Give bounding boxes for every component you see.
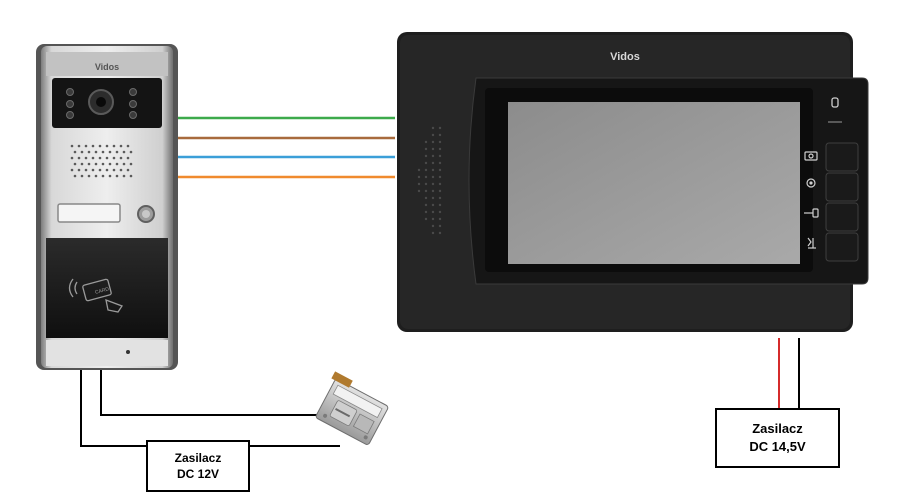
name-plate xyxy=(57,203,121,223)
microphone-icon xyxy=(126,350,130,354)
electric-strike-lock xyxy=(315,371,389,445)
power-supply-monitor: Zasilacz DC 14,5V xyxy=(715,408,840,468)
monitor-speaker-icon xyxy=(417,126,442,235)
monitor-power-wires xyxy=(778,338,800,408)
lock-wires xyxy=(80,365,340,447)
monitor-brand: Vidos xyxy=(610,51,640,63)
camera-icon xyxy=(804,151,818,161)
lock-icon xyxy=(831,97,839,108)
button-4[interactable] xyxy=(825,232,859,262)
psu-panel-line1: Zasilacz xyxy=(174,451,222,465)
card-reader-icon xyxy=(68,278,123,313)
monitor-top-icon xyxy=(828,97,842,123)
card-label: CARD xyxy=(94,286,110,296)
wire-panel-to-psu xyxy=(80,365,146,447)
button-3[interactable] xyxy=(825,202,859,232)
record-icon xyxy=(806,178,816,188)
psu-monitor-line2: DC 14,5V xyxy=(749,439,806,454)
indoor-monitor: Vidos xyxy=(397,32,869,332)
button-1[interactable] xyxy=(825,142,859,172)
monitor-screen xyxy=(508,102,800,264)
key-icon xyxy=(804,208,819,218)
psu-monitor-line1: Zasilacz xyxy=(752,421,803,436)
wire-panel-to-lock xyxy=(100,365,330,416)
bus-wires xyxy=(177,116,395,179)
phone-icon xyxy=(807,237,816,249)
speaker-grille-icon xyxy=(70,144,133,178)
monitor-buttons xyxy=(825,142,859,262)
power-supply-panel: Zasilacz DC 12V xyxy=(146,440,250,492)
door-panel: Vidos CARD xyxy=(36,44,178,370)
panel-brand: Vidos xyxy=(95,62,119,72)
psu-panel-line2: DC 12V xyxy=(176,467,220,481)
card-reader xyxy=(46,238,168,338)
ir-led-icons xyxy=(66,88,137,119)
button-2[interactable] xyxy=(825,172,859,202)
